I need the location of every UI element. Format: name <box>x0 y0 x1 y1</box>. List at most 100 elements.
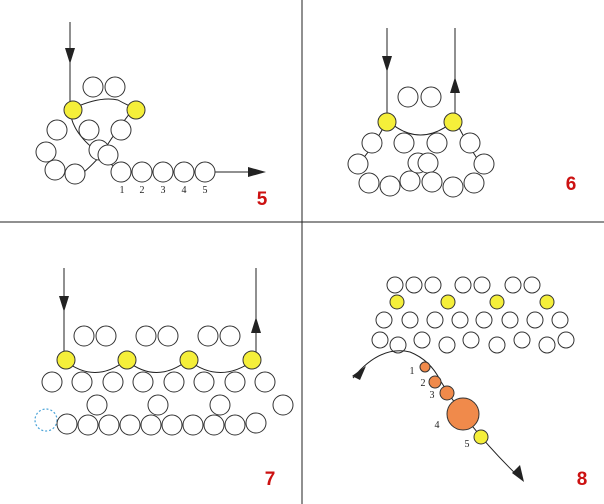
bead <box>86 394 108 416</box>
sequence-number: 5 <box>465 439 470 450</box>
yellow-bead <box>126 100 146 120</box>
bead <box>44 159 66 181</box>
bead <box>245 412 267 434</box>
bead <box>135 325 157 347</box>
bead <box>504 276 522 294</box>
thread-path <box>73 98 135 109</box>
bead <box>197 325 219 347</box>
bead <box>102 371 124 393</box>
bead <box>488 336 506 354</box>
thread-path <box>63 359 255 373</box>
yellow-bead <box>539 294 555 310</box>
bead <box>161 414 183 436</box>
yellow-bead <box>377 112 397 132</box>
bead <box>219 325 241 347</box>
bead <box>523 276 541 294</box>
panel-step-7: 7 <box>34 268 294 490</box>
bead <box>77 414 99 436</box>
bead <box>442 176 464 198</box>
bead <box>462 331 480 349</box>
bead <box>110 119 132 141</box>
bead <box>224 414 246 436</box>
arrow-right-icon <box>248 167 266 177</box>
bead <box>424 276 442 294</box>
bead <box>35 141 57 163</box>
bead <box>56 413 78 435</box>
arrow-right-icon <box>352 366 366 380</box>
yellow-bead <box>117 350 137 370</box>
bead <box>272 394 294 416</box>
yellow-bead <box>489 294 505 310</box>
bead <box>393 132 415 154</box>
bead <box>421 171 443 193</box>
bead <box>501 311 519 329</box>
yellow-bead <box>443 112 463 132</box>
arrow-up-icon <box>450 77 460 93</box>
sequence-number: 4 <box>435 420 440 431</box>
bead <box>203 414 225 436</box>
bead <box>420 86 442 108</box>
bead <box>538 336 556 354</box>
orange-bead <box>428 375 442 389</box>
arrow-right-icon <box>512 465 524 482</box>
bead <box>361 132 383 154</box>
sequence-number: 3 <box>161 185 166 196</box>
yellow-bead <box>242 350 262 370</box>
bead <box>73 325 95 347</box>
bead <box>41 371 63 393</box>
orange-bead <box>446 397 480 431</box>
bead <box>173 161 195 183</box>
bead <box>131 161 153 183</box>
bead <box>104 76 126 98</box>
bead <box>182 414 204 436</box>
bead <box>426 132 448 154</box>
sequence-number: 2 <box>140 185 145 196</box>
bead <box>347 153 369 175</box>
sequence-number: 3 <box>430 390 435 401</box>
bead <box>358 172 380 194</box>
bead <box>399 170 421 192</box>
yellow-bead <box>440 294 456 310</box>
bead <box>119 414 141 436</box>
bead <box>152 161 174 183</box>
bead <box>194 161 216 183</box>
step-number: 5 <box>257 189 268 210</box>
bead <box>473 276 491 294</box>
step-number: 7 <box>265 469 276 490</box>
yellow-bead <box>179 350 199 370</box>
bead <box>386 276 404 294</box>
step-number: 6 <box>566 174 577 195</box>
bead <box>375 311 393 329</box>
bead <box>147 394 169 416</box>
bead <box>426 311 444 329</box>
bead <box>209 394 231 416</box>
bead <box>64 163 86 185</box>
sequence-number: 4 <box>182 185 187 196</box>
bead <box>463 172 485 194</box>
yellow-bead <box>473 429 489 445</box>
bead <box>98 414 120 436</box>
orange-bead <box>419 361 431 373</box>
bead <box>95 325 117 347</box>
bead <box>451 311 469 329</box>
yellow-bead <box>63 100 83 120</box>
bead <box>557 331 575 349</box>
bead <box>397 86 419 108</box>
sequence-number: 5 <box>203 185 208 196</box>
bead <box>475 311 493 329</box>
bead <box>551 311 569 329</box>
arrow-down-icon <box>59 296 69 312</box>
bead <box>224 371 246 393</box>
yellow-bead <box>56 350 76 370</box>
yellow-bead <box>389 294 405 310</box>
bead <box>513 331 531 349</box>
bead <box>82 76 104 98</box>
bead <box>140 414 162 436</box>
bead <box>97 144 119 166</box>
bead <box>401 311 419 329</box>
bead <box>193 371 215 393</box>
bead <box>417 152 439 174</box>
bead <box>413 331 431 349</box>
bead <box>78 119 100 141</box>
